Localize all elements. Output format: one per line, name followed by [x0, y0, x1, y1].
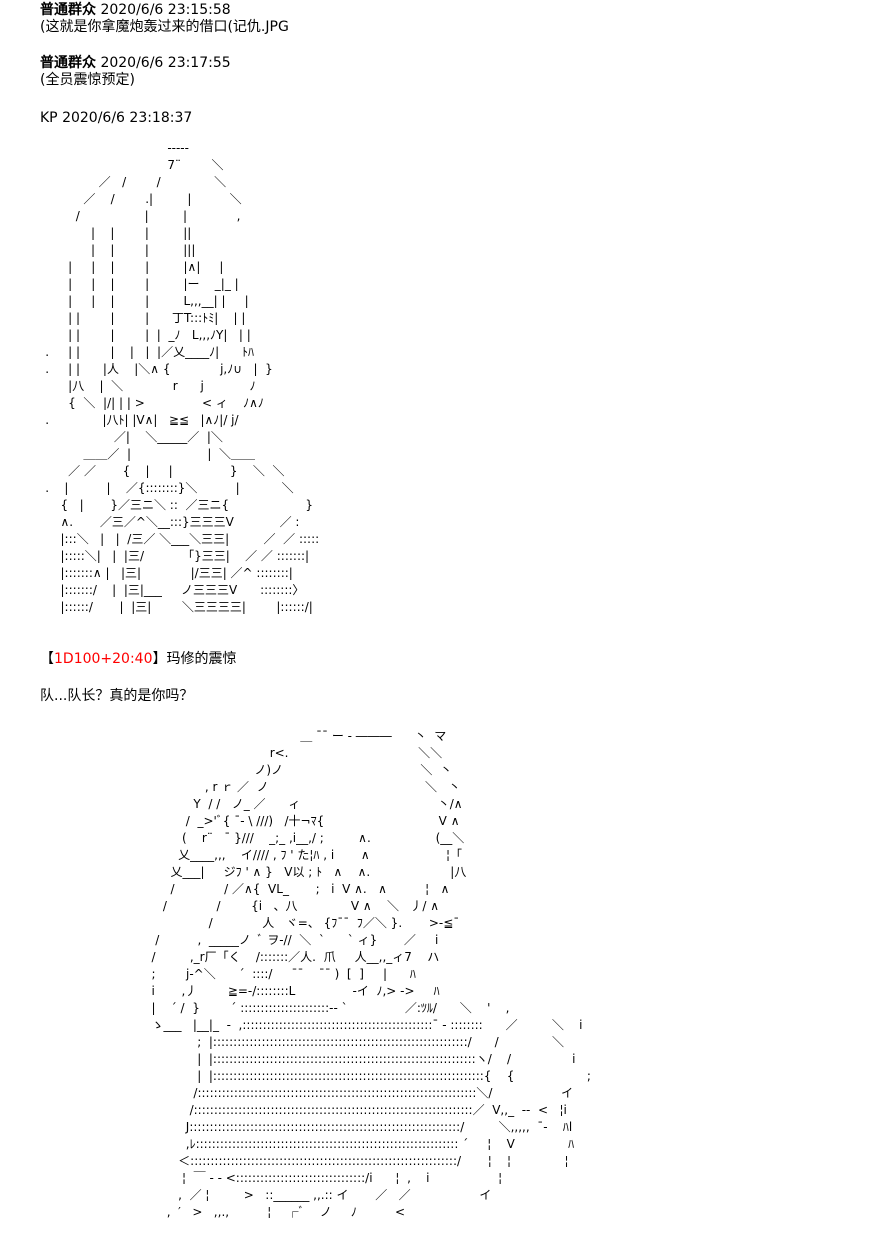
- roll-bracket-open: 【: [40, 651, 54, 667]
- post-text-1: (这就是你拿魔炮轰过来的借口(记仇.JPG: [40, 19, 289, 35]
- speaker-name: 普通群众: [40, 55, 96, 71]
- roll-bracket-close: 】: [152, 651, 167, 667]
- post-header-3: KP 2020/6/6 23:18:37: [40, 110, 192, 126]
- post-header-1: 普通群众 2020/6/6 23:15:58: [40, 2, 231, 18]
- ascii-art-portrait-1: ----- 7¨ ＼ ／ / / ＼ ／ / .| | ＼ / | |: [45, 141, 320, 614]
- dialogue-line: 队...队长？真的是你吗？: [40, 688, 194, 704]
- dice-roll-line: 【1D100+20:40】玛修的震惊: [40, 651, 237, 667]
- post-header-2: 普通群众 2020/6/6 23:17:55: [40, 55, 231, 71]
- speaker-name: KP: [40, 110, 58, 126]
- post-text-2: (全员震惊预定): [40, 72, 135, 88]
- ascii-art-portrait-2: ＿ ¯¯ ー ‐ ――― 丶 マ r<. ＼＼ ノ)ノ ＼ 丶 , r ｒ ／ …: [151, 729, 591, 1219]
- post-timestamp: 2020/6/6 23:15:58: [100, 2, 231, 18]
- dice-roll-result: 1D100+20:40: [54, 651, 153, 667]
- post-timestamp: 2020/6/6 23:18:37: [62, 110, 193, 126]
- roll-label: 玛修的震惊: [166, 651, 237, 667]
- post-timestamp: 2020/6/6 23:17:55: [100, 55, 231, 71]
- speaker-name: 普通群众: [40, 2, 96, 18]
